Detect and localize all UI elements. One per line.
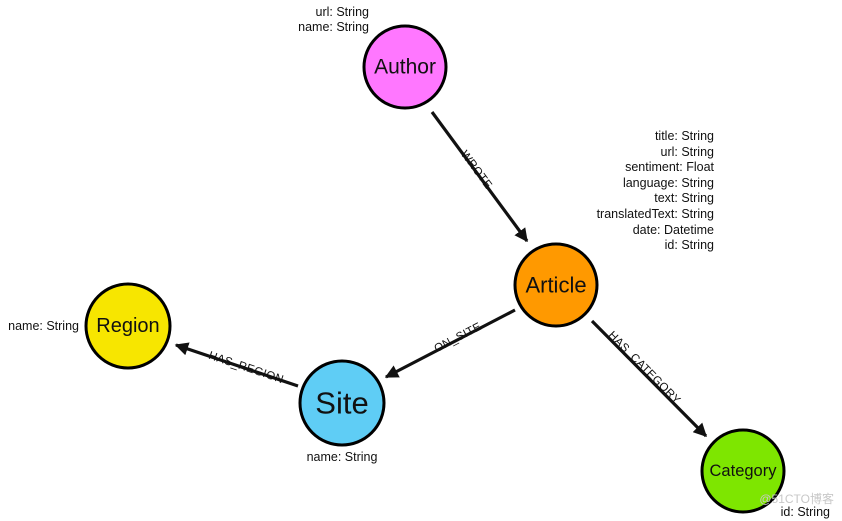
region-prop-name: name: String [8, 319, 79, 333]
region-properties: name: String [8, 319, 79, 333]
edge-wrote-line [430, 111, 529, 243]
article-prop-id: id: String [665, 238, 714, 252]
article-prop-sentiment: sentiment: Float [625, 160, 714, 174]
edge-wrote-label: WROTE [458, 149, 494, 192]
article-prop-language: language: String [623, 176, 714, 190]
author-prop-url: url: String [316, 5, 370, 19]
node-site-circle[interactable] [298, 359, 386, 447]
category-properties: id: String [781, 505, 830, 519]
node-category-label: Category [710, 462, 778, 480]
node-article-circle[interactable] [513, 242, 599, 328]
author-prop-name: name: String [298, 20, 369, 34]
edge-has-category-line [590, 319, 708, 438]
edge-has-region: HAS_REGION [174, 342, 299, 388]
article-prop-date: date: Datetime [633, 223, 714, 237]
edge-wrote: WROTE [430, 111, 529, 243]
node-region[interactable]: Region [84, 282, 172, 370]
article-prop-title: title: String [655, 129, 714, 143]
node-category-circle[interactable] [700, 428, 786, 514]
node-author-label: Author [374, 56, 436, 79]
edge-on-site-line [384, 308, 516, 379]
edge-has-category-label: HAS_CATEGORY [606, 329, 683, 406]
node-author[interactable]: Author [362, 24, 448, 110]
watermark-text: @51CTO博客 [759, 491, 834, 506]
category-prop-id: id: String [781, 505, 830, 519]
article-properties: title: String url: String sentiment: Flo… [597, 129, 715, 252]
site-prop-name: name: String [307, 450, 378, 464]
node-category[interactable]: Category [700, 428, 786, 514]
edge-has-region-line [174, 342, 299, 388]
article-prop-url: url: String [661, 145, 715, 159]
node-author-circle[interactable] [362, 24, 448, 110]
site-properties: name: String [307, 450, 378, 464]
node-article-label: Article [525, 273, 586, 298]
node-region-label: Region [96, 315, 159, 337]
article-prop-text: text: String [654, 191, 714, 205]
node-site[interactable]: Site [298, 359, 386, 447]
edge-on-site: ON_SITE [384, 308, 516, 379]
edge-has-region-label: HAS_REGION [207, 350, 285, 386]
node-site-label: Site [315, 386, 368, 421]
article-prop-translated-text: translatedText: String [597, 207, 714, 221]
author-properties: url: String name: String [298, 5, 369, 34]
node-region-circle[interactable] [84, 282, 172, 370]
edge-on-site-label: ON_SITE [432, 321, 483, 355]
node-article[interactable]: Article [513, 242, 599, 328]
edge-has-category: HAS_CATEGORY [590, 319, 708, 438]
